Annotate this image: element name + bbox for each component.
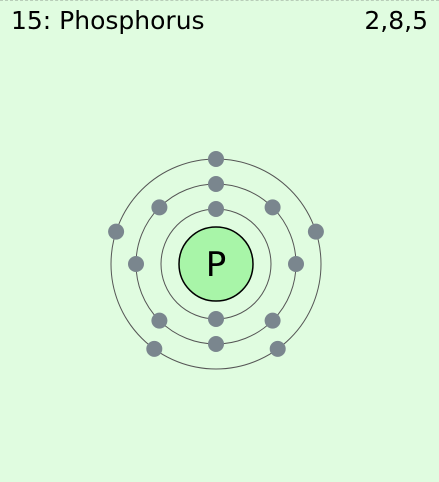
electrons xyxy=(108,151,324,357)
electron xyxy=(208,311,224,327)
electron xyxy=(264,312,281,329)
nucleus-symbol: P xyxy=(206,245,227,285)
nucleus xyxy=(178,226,254,302)
electron xyxy=(208,151,224,167)
electron xyxy=(151,199,168,216)
electron xyxy=(108,223,125,240)
electron xyxy=(307,223,324,240)
electron xyxy=(208,201,224,217)
electron xyxy=(269,340,286,357)
element-title: 15: Phosphorus xyxy=(11,6,205,35)
electron xyxy=(146,340,163,357)
electron xyxy=(128,256,144,272)
electron xyxy=(151,312,168,329)
electron xyxy=(208,336,224,352)
electron xyxy=(264,199,281,216)
electron xyxy=(208,176,224,192)
electron xyxy=(288,256,304,272)
electron-configuration: 2,8,5 xyxy=(364,6,428,35)
